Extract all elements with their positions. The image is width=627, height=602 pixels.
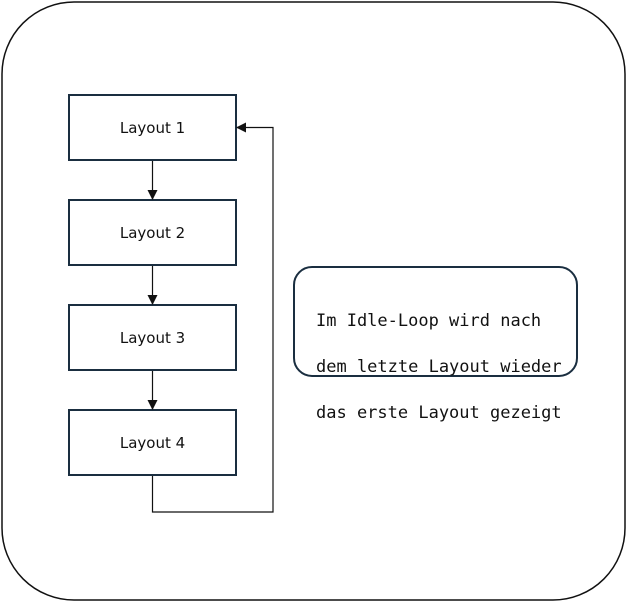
node-layout-4-box (68, 409, 237, 476)
note-line-3: das erste Layout gezeigt (316, 403, 562, 423)
node-layout-3-box (68, 304, 237, 371)
note-text: Im Idle-Loop wird nach dem letzte Layout… (316, 287, 571, 448)
node-layout-3-label: Layout 3 (119, 328, 186, 347)
node-layout-1-box (68, 94, 237, 161)
edge-layout-4-loop-to-layout-1 (151, 122, 274, 513)
note-line-1: Im Idle-Loop wird nach (316, 311, 542, 331)
node-layout-1-label: Layout 1 (119, 118, 186, 137)
note-line-2: dem letzte Layout wieder (316, 357, 562, 377)
node-layout-4-label: Layout 4 (119, 433, 186, 452)
node-layout-2-box (68, 199, 237, 266)
node-layout-2-label: Layout 2 (119, 223, 186, 242)
note-box (293, 266, 578, 377)
